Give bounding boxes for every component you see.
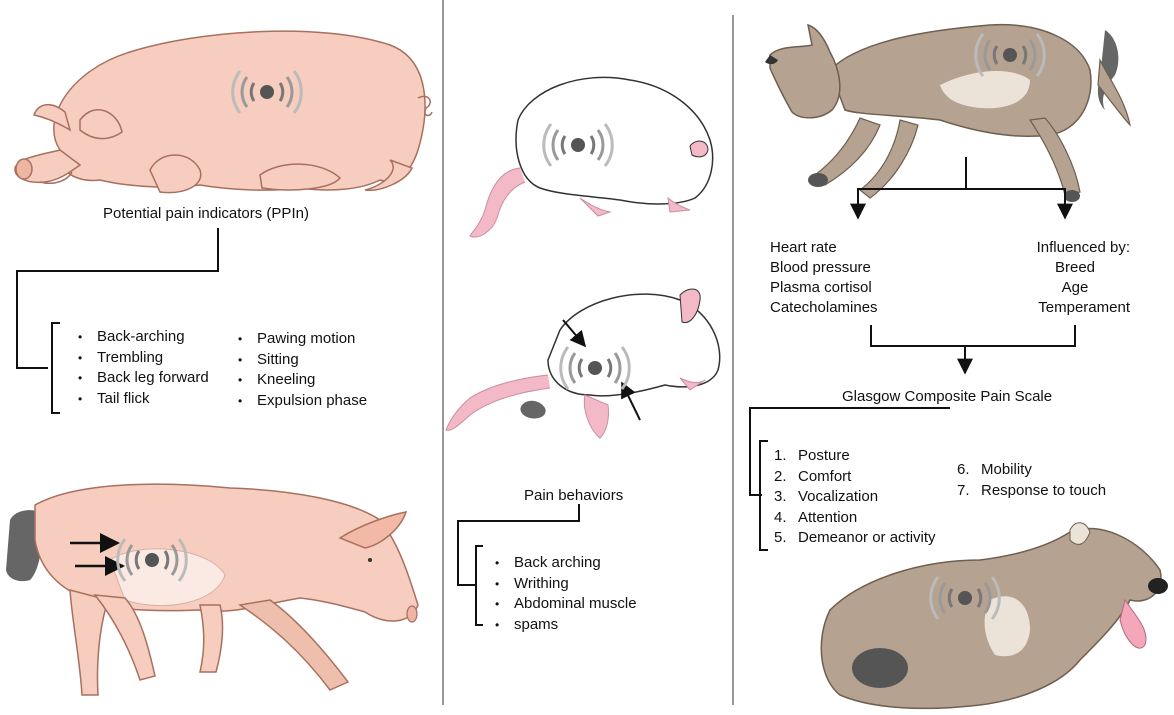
pig-indicators-list-left: Back-arching Trembling Back leg forward … [76, 327, 209, 409]
rodent-list-bracket [475, 545, 483, 626]
scale-item: 6. Mobility [957, 460, 1106, 481]
pig-indicators-list-right: Pawing motion Sitting Kneeling Expulsion… [236, 329, 367, 411]
list-item: Pawing motion [236, 329, 367, 350]
pig-lying-illustration [14, 30, 433, 194]
scale-item-number: 3. [774, 488, 787, 505]
scale-item-label: Response to touch [981, 481, 1107, 499]
dog-curled-illustration [820, 522, 1168, 710]
factor-item: Temperament [1038, 299, 1130, 316]
scale-item: 4. Attention [774, 508, 936, 529]
list-item: Back-arching [76, 327, 209, 348]
list-item: Back arching [493, 553, 637, 574]
pig-list-bracket [51, 322, 60, 414]
scale-item: 5. Demeanor or activity [774, 528, 936, 549]
measure-item: Blood pressure [770, 259, 871, 276]
rodent-panel-heading: Pain behaviors [524, 487, 624, 504]
pig-standing-illustration [6, 483, 419, 696]
pig-panel-heading: Potential pain indicators (PPIn) [103, 205, 309, 222]
list-item: Kneeling [236, 370, 367, 391]
scale-item-number: 1. [774, 447, 787, 464]
scale-list-bracket [759, 440, 768, 551]
influencing-factors: Influenced by: Breed Age Temperament [1000, 238, 1130, 318]
dog-merge-connector [870, 325, 1076, 347]
scale-connector [749, 407, 950, 496]
rodent-connector [457, 504, 580, 586]
scale-item: 1. Posture [774, 446, 936, 467]
rodent-top-illustration [469, 76, 714, 238]
dog-split-connector [850, 157, 967, 220]
list-item: Sitting [236, 350, 367, 371]
scale-item-number: 5. [774, 529, 787, 546]
scale-item: 2. Comfort [774, 467, 936, 488]
scale-item-label: Comfort [798, 467, 852, 485]
measure-item: Heart rate [770, 239, 837, 256]
scale-item-label: Demeanor or activity [798, 529, 936, 546]
list-item: Abdominal muscle [493, 594, 637, 615]
physiological-measures: Heart rate Blood pressure Plasma cortiso… [770, 238, 878, 318]
list-item: Trembling [76, 348, 209, 369]
scale-items-left: 1. Posture 2. Comfort 3. Vocalization 4. Att… [774, 446, 936, 549]
scale-item-number: 7. [957, 481, 970, 499]
list-item: Writhing [493, 574, 637, 595]
scale-title: Glasgow Composite Pain Scale [842, 388, 1053, 405]
dog-lying-illustration [765, 23, 1131, 202]
pig-connector [16, 228, 219, 369]
measure-item: Catecholamines [770, 299, 878, 316]
scale-item: 3. Vocalization [774, 487, 936, 508]
scale-item-label: Vocalization [798, 488, 879, 505]
factors-heading: Influenced by: [1036, 239, 1130, 256]
scale-item-label: Posture [798, 447, 850, 464]
list-item: Expulsion phase [236, 391, 367, 412]
list-item-continuation: spams [493, 615, 637, 636]
factor-item: Breed [1054, 259, 1096, 276]
list-item: Back leg forward [76, 368, 209, 389]
scale-item-number: 4. [774, 508, 787, 526]
scale-item-number: 2. [774, 467, 787, 485]
scale-item-number: 6. [957, 461, 970, 478]
measure-item: Plasma cortisol [770, 279, 872, 296]
scale-item-label: Attention [798, 508, 858, 526]
list-item: Tail flick [76, 389, 209, 410]
scale-item: 7. Response to touch [957, 481, 1106, 502]
dog-split-connector-right [966, 188, 1073, 220]
scale-items-right: 6. Mobility 7. Response to touch [957, 460, 1106, 501]
factor-item: Age [1061, 279, 1089, 296]
rodent-behaviors-list: Back arching Writhing Abdominal muscle s… [493, 553, 637, 635]
rodent-middle-illustration [445, 288, 721, 439]
scale-item-label: Mobility [981, 461, 1032, 478]
